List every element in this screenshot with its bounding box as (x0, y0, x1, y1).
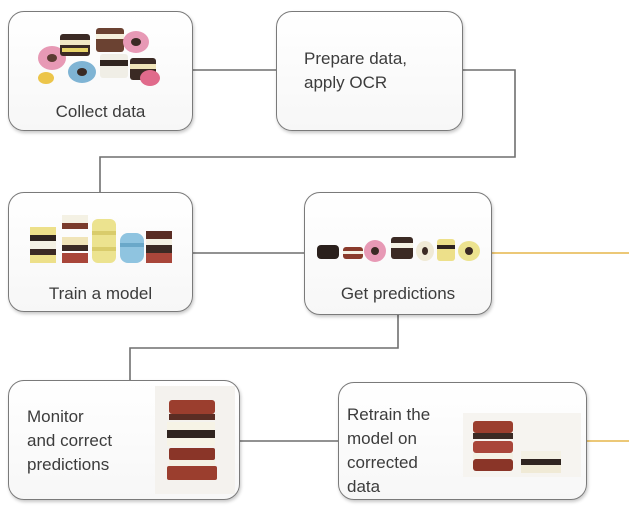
step-train-model: Train a model (8, 192, 193, 312)
step-label: Train a model (48, 284, 153, 303)
step-collect-data: Collect data (8, 11, 193, 131)
step-retrain-model: Retrain the model on corrected data (338, 382, 587, 500)
licorice-stacks-icon (30, 215, 172, 263)
step-label: Collect data (55, 102, 146, 121)
licorice-pile-icon (38, 28, 160, 86)
step-label: Monitor and correct predictions (27, 407, 113, 474)
step-get-predictions: Get predictions (304, 192, 492, 315)
step-label: Retrain the model on corrected data (347, 405, 431, 496)
step-monitor-correct: Monitor and correct predictions (8, 380, 240, 500)
licorice-row-icon (317, 237, 480, 262)
step-prepare-data: Prepare data, apply OCR (276, 11, 463, 131)
licorice-tall-stack-icon (155, 386, 235, 494)
licorice-pair-icon (463, 413, 581, 477)
step-label: Get predictions (340, 284, 456, 303)
step-label: Prepare data, apply OCR (304, 49, 408, 92)
connector-prepare-train (99, 69, 516, 192)
connector-predict-monitor (129, 315, 399, 380)
